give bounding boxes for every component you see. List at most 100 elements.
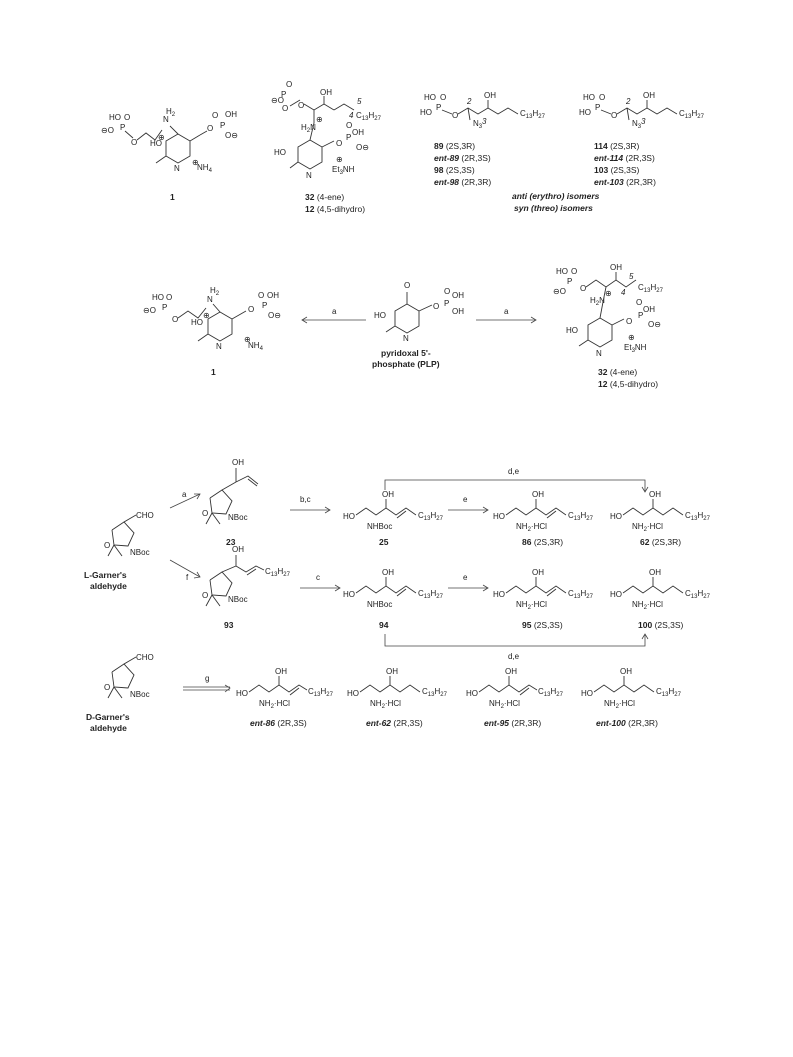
svg-text:ent-86 (2R,3S): ent-86 (2R,3S) <box>250 718 307 728</box>
svg-text:P: P <box>567 277 572 286</box>
svg-text:C13H27: C13H27 <box>418 589 444 600</box>
svg-text:O: O <box>433 302 439 311</box>
svg-text:C13H27: C13H27 <box>638 283 664 294</box>
svg-text:HO: HO <box>343 512 355 521</box>
svg-text:HO: HO <box>583 93 595 102</box>
svg-text:N: N <box>403 334 409 343</box>
azide-syn-structure: HO P O HO O 2 N3 3 OH C13H27 114 (2S,3R)… <box>579 91 705 187</box>
svg-text:O: O <box>202 509 208 518</box>
svg-text:ent-114 (2R,3S): ent-114 (2R,3S) <box>594 153 655 163</box>
arrow-e-top: e <box>448 495 489 514</box>
svg-text:O: O <box>202 591 208 600</box>
svg-text:32 (4-ene): 32 (4-ene) <box>598 367 637 377</box>
svg-text:O: O <box>282 104 288 113</box>
svg-text:NBoc: NBoc <box>130 548 150 557</box>
svg-text:O: O <box>172 315 178 324</box>
d-garner-aldehyde-structure: O NBoc CHO D-Garner's aldehyde <box>86 653 154 733</box>
svg-text:O: O <box>336 139 342 148</box>
svg-text:HO: HO <box>343 590 355 599</box>
svg-text:O: O <box>104 541 110 550</box>
svg-text:1: 1 <box>211 367 216 377</box>
svg-text:93: 93 <box>224 620 234 630</box>
arrow-c: c <box>300 573 341 592</box>
svg-text:OH: OH <box>267 291 279 300</box>
svg-text:OH: OH <box>320 88 332 97</box>
svg-text:OH: OH <box>532 490 544 499</box>
svg-text:⊖O: ⊖O <box>101 126 114 135</box>
svg-text:C13H27: C13H27 <box>356 111 382 122</box>
svg-text:C13H27: C13H27 <box>418 511 444 522</box>
svg-text:C13H27: C13H27 <box>685 511 711 522</box>
compound-ent-100-structure: HO OH NH2·HCl C13H27 ent-100 (2R,3R) <box>581 667 682 728</box>
svg-text:N: N <box>596 349 602 358</box>
svg-text:⊖O: ⊖O <box>553 287 566 296</box>
svg-text:HO: HO <box>374 311 386 320</box>
svg-text:ent-103 (2R,3R): ent-103 (2R,3R) <box>594 177 656 187</box>
svg-text:g: g <box>205 674 209 683</box>
svg-text:OH: OH <box>649 490 661 499</box>
svg-text:O: O <box>404 281 410 290</box>
svg-text:d,e: d,e <box>508 467 520 476</box>
arrow-e-bottom: e <box>448 573 489 592</box>
svg-text:f: f <box>186 573 189 582</box>
svg-text:O: O <box>131 138 137 147</box>
svg-text:OH: OH <box>382 490 394 499</box>
svg-text:C13H27: C13H27 <box>538 687 564 698</box>
svg-text:C13H27: C13H27 <box>308 687 334 698</box>
reaction-arrow-right: a <box>476 307 537 324</box>
svg-text:Et3NH: Et3NH <box>624 343 647 354</box>
azide-anti-structure: HO P O HO O 2 N3 3 OH C13H27 89 (2S,3R) … <box>420 91 546 187</box>
svg-text:C13H27: C13H27 <box>656 687 682 698</box>
svg-text:ent-62 (2R,3S): ent-62 (2R,3S) <box>366 718 423 728</box>
svg-text:O: O <box>444 287 450 296</box>
svg-text:P: P <box>595 103 600 112</box>
svg-text:O: O <box>298 101 304 110</box>
svg-text:NH2·HCl: NH2·HCl <box>489 699 520 710</box>
compound-23-structure: O NBoc OH 23 <box>202 458 259 547</box>
compound-ent-62-structure: HO OH NH2·HCl C13H27 ent-62 (2R,3S) <box>347 667 448 728</box>
svg-text:N: N <box>207 295 213 304</box>
compound-95-structure: HO OH NH2·HCl C13H27 95 (2S,3S) <box>493 568 594 630</box>
compound-1-middle-structure: ⊖O HO P O O N H2 ⊕ O P O OH O⊖ HO N ⊕ NH… <box>143 286 281 377</box>
svg-text:H2N: H2N <box>590 296 605 307</box>
svg-text:114 (2S,3R): 114 (2S,3R) <box>594 141 640 151</box>
svg-text:O: O <box>611 111 617 120</box>
l-garner-aldehyde-structure: O NBoc CHO L-Garner's aldehyde <box>84 511 154 591</box>
svg-text:OH: OH <box>620 667 632 676</box>
svg-text:OH: OH <box>386 667 398 676</box>
svg-text:CHO: CHO <box>136 653 154 662</box>
svg-text:P: P <box>436 103 441 112</box>
svg-text:C13H27: C13H27 <box>568 511 594 522</box>
svg-text:O: O <box>212 111 218 120</box>
svg-text:⊖O: ⊖O <box>271 96 284 105</box>
svg-text:C13H27: C13H27 <box>520 109 546 120</box>
svg-text:P: P <box>281 90 286 99</box>
svg-text:5: 5 <box>357 97 362 106</box>
arrow-de-top: d,e <box>384 467 649 493</box>
svg-text:NH2·HCl: NH2·HCl <box>604 699 635 710</box>
svg-text:OH: OH <box>275 667 287 676</box>
svg-text:ent-100 (2R,3R): ent-100 (2R,3R) <box>596 718 658 728</box>
svg-text:C13H27: C13H27 <box>568 589 594 600</box>
svg-text:OH: OH <box>643 305 655 314</box>
svg-text:4: 4 <box>621 288 626 297</box>
svg-text:N: N <box>216 342 222 351</box>
svg-text:Et3NH: Et3NH <box>332 165 355 176</box>
svg-text:OH: OH <box>232 545 244 554</box>
svg-text:NHBoc: NHBoc <box>367 600 392 609</box>
svg-text:P: P <box>162 303 167 312</box>
svg-text:OH: OH <box>225 110 237 119</box>
svg-text:a: a <box>182 490 187 499</box>
svg-text:HO: HO <box>581 689 593 698</box>
svg-text:O: O <box>626 317 632 326</box>
svg-text:CHO: CHO <box>136 511 154 520</box>
svg-text:89 (2S,3R): 89 (2S,3R) <box>434 141 475 151</box>
arrow-f: f <box>169 559 201 582</box>
svg-text:ent-98 (2R,3R): ent-98 (2R,3R) <box>434 177 491 187</box>
svg-text:OH: OH <box>452 291 464 300</box>
svg-text:P: P <box>120 123 125 132</box>
svg-text:HO: HO <box>566 326 578 335</box>
svg-text:NBoc: NBoc <box>130 690 150 699</box>
compound-label: 32 (4-ene) <box>305 192 344 202</box>
svg-text:HO: HO <box>610 512 622 521</box>
